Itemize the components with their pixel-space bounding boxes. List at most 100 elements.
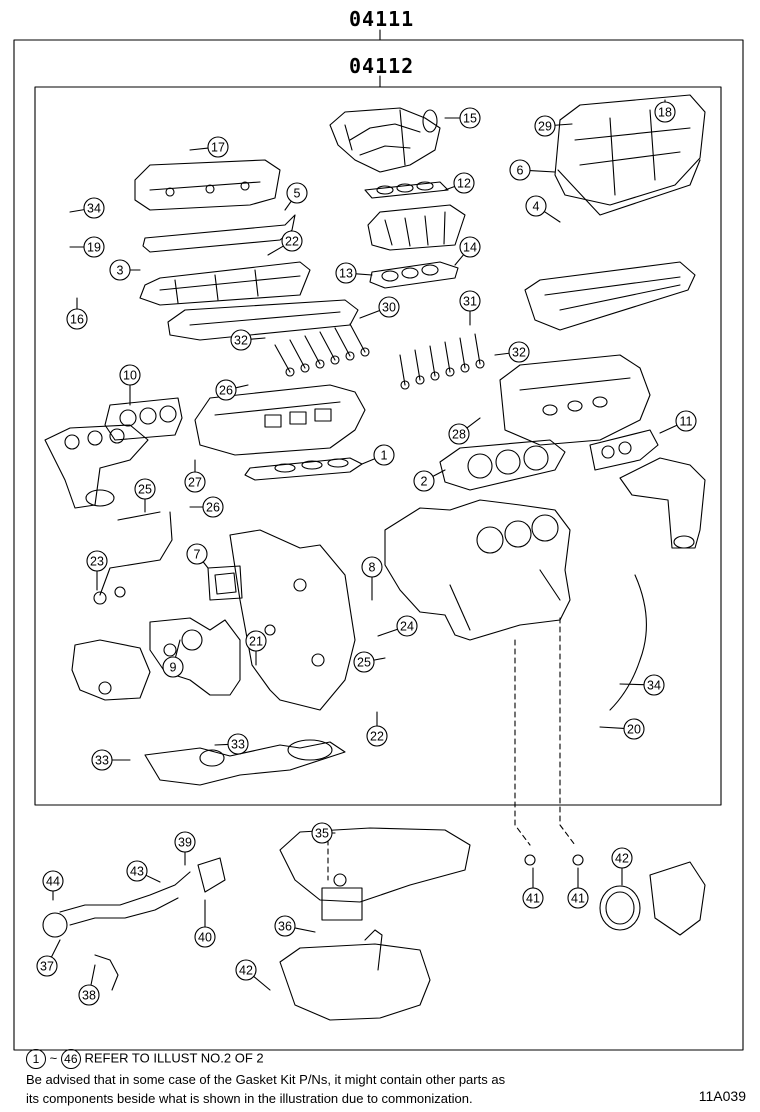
callout-36: 36: [274, 915, 316, 937]
callout-38: 38: [78, 964, 100, 1006]
callout-leader: [494, 352, 510, 356]
callout-leader: [529, 170, 556, 173]
callout-24: 24: [377, 615, 418, 637]
footer-range-note: 1 ~ 46 REFER TO ILLUST NO.2 OF 2: [26, 1049, 264, 1069]
callout-number: 20: [627, 723, 641, 737]
callout-bubble: [366, 725, 388, 747]
callout-leader: [659, 424, 678, 434]
callout-34: 34: [619, 674, 665, 696]
callout-16: 16: [66, 297, 88, 330]
callout-leader: [174, 639, 181, 658]
callout-leader: [284, 200, 292, 211]
callout-bubble: [184, 471, 206, 493]
callout-number: 32: [512, 346, 526, 360]
callout-number: 10: [123, 369, 137, 383]
callout-number: 38: [82, 989, 96, 1003]
callout-number: 25: [357, 656, 371, 670]
callout-bubble: [413, 470, 435, 492]
callout-bubble: [453, 172, 475, 194]
callout-number: 4: [533, 200, 540, 214]
callout-bubble: [281, 230, 303, 252]
footer-note-line-1: Be advised that in some case of the Gask…: [26, 1072, 506, 1087]
callout-number: 16: [70, 313, 84, 327]
callout-bubble: [83, 236, 105, 258]
callout-leader: [253, 975, 271, 991]
callout-number: 42: [615, 852, 629, 866]
callout-20: 20: [599, 718, 645, 740]
kit-04111-frame: [13, 39, 744, 1051]
callout-leader: [189, 147, 209, 151]
callout-number: 3: [117, 264, 124, 278]
callout-31: 31: [459, 290, 481, 326]
callout-27: 27: [184, 459, 206, 493]
callout-bubble: [508, 341, 530, 363]
callout-number: 32: [234, 334, 248, 348]
callout-19: 19: [69, 236, 105, 258]
callout-40: 40: [194, 899, 216, 948]
callout-leader: [359, 309, 381, 319]
callout-number: 6: [517, 164, 524, 178]
callout-number: 29: [538, 120, 552, 134]
callout-5: 5: [284, 182, 308, 211]
callout-leader: [214, 743, 229, 746]
callout-number: 1: [381, 449, 388, 463]
callout-9: 9: [162, 639, 184, 678]
callout-number: 35: [315, 827, 329, 841]
callout-bubble: [361, 556, 383, 578]
callout-number: 21: [249, 635, 263, 649]
callout-11: 11: [659, 410, 697, 434]
callout-leader: [145, 874, 161, 883]
range-end-circle: 46: [60, 1049, 81, 1069]
callout-bubble: [227, 733, 249, 755]
callout-leader: [250, 337, 266, 340]
callout-32: 32: [494, 341, 530, 363]
callout-number: 11: [680, 415, 693, 429]
range-start-circle: 1: [26, 1049, 46, 1069]
callout-leader: [361, 458, 376, 465]
callout-bubble: [215, 379, 237, 401]
callout-bubble: [36, 955, 58, 977]
callout-number: 22: [285, 235, 299, 249]
callout-43: 43: [126, 860, 161, 883]
callout-bubble: [66, 308, 88, 330]
callout-number: 2: [421, 475, 428, 489]
callout-number: 41: [571, 892, 585, 906]
callout-leader: [90, 964, 96, 986]
callout-bubble: [459, 290, 481, 312]
callout-10: 10: [119, 364, 141, 406]
callout-number: 36: [278, 920, 292, 934]
callout-bubble: [525, 195, 547, 217]
callout-number: 13: [339, 267, 353, 281]
callout-number: 27: [188, 476, 202, 490]
callout-number: 15: [463, 112, 477, 126]
callout-bubble: [611, 847, 633, 869]
callout-number: 33: [95, 754, 109, 768]
callout-bubble: [623, 718, 645, 740]
callout-leader: [355, 273, 373, 276]
callout-bubble: [42, 870, 64, 892]
callout-8: 8: [361, 556, 383, 601]
callout-4: 4: [525, 195, 561, 223]
callout-number: 28: [452, 428, 466, 442]
callout-bubble: [396, 615, 418, 637]
callout-12: 12: [444, 172, 475, 194]
callout-bubble: [245, 630, 267, 652]
callout-39: 39: [174, 831, 196, 866]
callout-bubble: [335, 262, 357, 284]
callout-number: 33: [231, 738, 245, 752]
callout-number: 5: [294, 187, 301, 201]
figure-code: 11A039: [698, 1088, 746, 1104]
callout-leader: [373, 657, 386, 661]
callout-42: 42: [235, 959, 271, 991]
callout-number: 19: [87, 241, 101, 255]
callout-bubble: [86, 550, 108, 572]
callout-leader: [202, 561, 209, 569]
callout-number: 26: [206, 501, 220, 515]
callout-number: 14: [463, 241, 477, 255]
callout-number: 39: [178, 836, 192, 850]
callout-bubble: [194, 926, 216, 948]
callout-35: 35: [311, 822, 336, 844]
callout-6: 6: [509, 159, 556, 181]
callout-number: 42: [239, 964, 253, 978]
callout-33: 33: [214, 733, 249, 755]
